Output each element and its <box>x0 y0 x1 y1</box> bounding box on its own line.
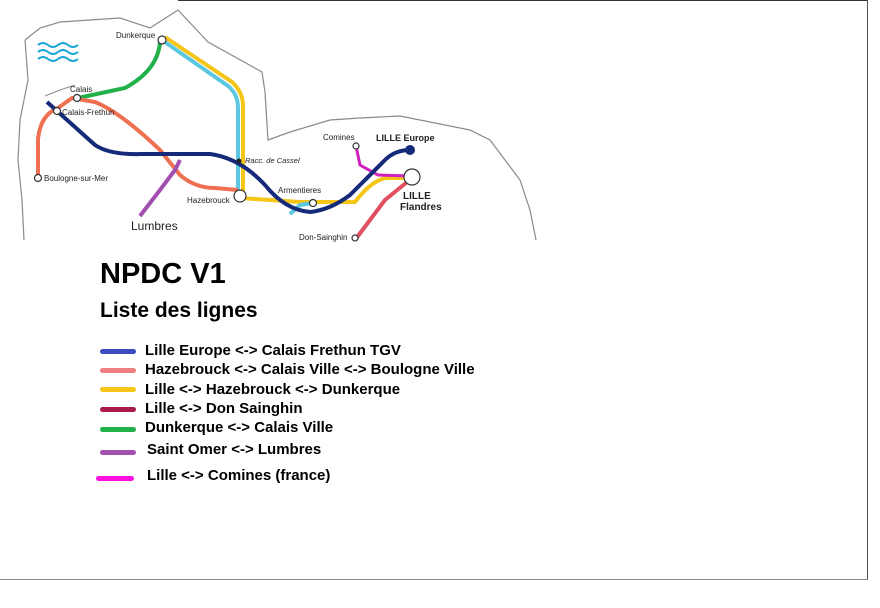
legend-swatch-2 <box>100 387 136 392</box>
page-subtitle: Liste des lignes <box>100 299 258 322</box>
label-dunkerque: Dunkerque <box>116 31 156 40</box>
station-calais-frethun <box>52 106 62 116</box>
legend-label-0: Lille Europe <-> Calais Frethun TGV <box>145 342 401 359</box>
station-don-sainghin <box>351 234 359 242</box>
legend-swatch-6 <box>96 476 134 481</box>
station-racc-cassel <box>236 158 242 164</box>
map-frame-bottom <box>0 579 868 580</box>
legend-swatch-0 <box>100 349 136 354</box>
label-calais-frethun: Calais-Frethun <box>62 108 114 117</box>
label-calais: Calais <box>70 85 92 94</box>
line-don-sainghin <box>353 176 414 242</box>
legend-swatch-5 <box>100 450 136 455</box>
label-racc-cassel: Racc. de Cassel <box>245 156 300 165</box>
label-lille: LILLE <box>403 191 431 202</box>
label-lumbres: Lumbres <box>131 219 178 233</box>
legend-swatch-4 <box>100 427 136 432</box>
line-dunkerque-cyan <box>160 38 240 200</box>
map-frame-top <box>178 0 868 1</box>
line-hazebrouck-lille-yellow <box>239 176 408 204</box>
label-boulogne: Boulogne-sur-Mer <box>44 174 108 183</box>
label-lille-europe: LILLE Europe <box>376 133 435 143</box>
legend-label-5: Saint Omer <-> Lumbres <box>147 441 322 458</box>
legend-label-1: Hazebrouck <-> Calais Ville <-> Boulogne… <box>145 361 475 378</box>
station-hazebrouck <box>233 189 247 203</box>
legend-label-6: Lille <-> Comines (france) <box>147 467 331 484</box>
page-title: NPDC V1 <box>100 258 226 290</box>
station-lille-flandres <box>403 168 421 186</box>
coast-north-border <box>44 84 76 97</box>
legend-label-2: Lille <-> Hazebrouck <-> Dunkerque <box>145 381 401 398</box>
station-lille-europe <box>405 145 415 155</box>
legend-swatch-1 <box>100 368 136 373</box>
line-boulogne-hazebrouck <box>36 95 239 192</box>
coast-west-border <box>17 39 29 241</box>
station-dunkerque <box>157 35 167 45</box>
label-armentieres: Armentieres <box>278 186 321 195</box>
legend-label-3: Lille <-> Don Sainghin <box>145 400 303 417</box>
line-armentieres-cyan <box>288 201 313 216</box>
line-tgv <box>45 100 411 215</box>
line-lumbres <box>138 159 182 218</box>
label-don-sainghin: Don-Sainghin <box>299 233 347 242</box>
station-comines <box>352 142 360 150</box>
line-dunkerque-yellow <box>163 35 245 196</box>
station-boulogne <box>33 173 43 183</box>
station-armentieres <box>308 198 318 208</box>
line-calais-dunkerque-green <box>77 41 162 100</box>
coastline-border <box>24 9 537 241</box>
label-hazebrouck: Hazebrouck <box>187 196 231 205</box>
label-flandres: Flandres <box>400 202 442 213</box>
line-comines <box>354 145 411 178</box>
sea-waves-icon <box>37 42 79 62</box>
map-frame-right <box>867 0 868 580</box>
legend-label-4: Dunkerque <-> Calais Ville <box>145 419 334 436</box>
legend-swatch-3 <box>100 407 136 412</box>
station-calais <box>72 93 82 103</box>
label-comines: Comines <box>323 133 355 142</box>
